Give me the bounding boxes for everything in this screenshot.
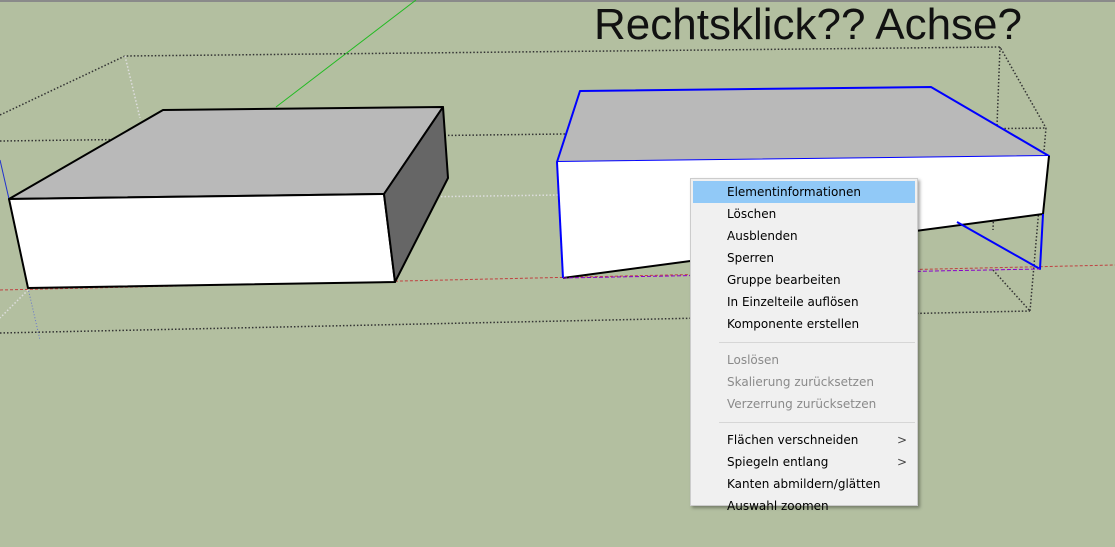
left-box-group[interactable] — [8, 106, 449, 289]
annotation-title: Rechtsklick?? Achse? — [594, 0, 1022, 49]
menu-item-label: Verzerrung zurücksetzen — [727, 397, 877, 411]
menu-item-label: Kanten abmildern/glätten — [727, 477, 881, 491]
menu-item-komponente-erstellen[interactable]: Komponente erstellen — [693, 313, 915, 335]
blue-axis-dotted — [27, 287, 41, 341]
menu-item-sperren[interactable]: Sperren — [693, 247, 915, 269]
menu-item-label: Spiegeln entlang — [727, 455, 829, 469]
menu-item-auswahl-zoomen[interactable]: Auswahl zoomen — [693, 495, 915, 517]
menu-item-skalierung-zuruecksetzen: Skalierung zurücksetzen — [693, 371, 915, 393]
menu-item-label: Löschen — [727, 207, 777, 221]
green-axis — [275, 0, 417, 108]
menu-item-ausblenden[interactable]: Ausblenden — [693, 225, 915, 247]
menu-separator — [719, 422, 915, 423]
menu-item-label: Loslösen — [727, 353, 779, 367]
menu-item-label: Gruppe bearbeiten — [727, 273, 841, 287]
menu-item-kanten-abmildern[interactable]: Kanten abmildern/glätten — [693, 473, 915, 495]
menu-item-loeschen[interactable]: Löschen — [693, 203, 915, 225]
menu-item-losloesen: Loslösen — [693, 349, 915, 371]
menu-item-verzerrung-zuruecksetzen: Verzerrung zurücksetzen — [693, 393, 915, 415]
menu-item-label: Skalierung zurücksetzen — [727, 375, 874, 389]
window-top-border — [0, 0, 1115, 2]
menu-item-label: Sperren — [727, 251, 774, 265]
menu-item-label: Auswahl zoomen — [727, 499, 829, 513]
menu-item-label: In Einzelteile auflösen — [727, 295, 859, 309]
menu-item-label: Komponente erstellen — [727, 317, 860, 331]
menu-item-label: Flächen verschneiden — [727, 433, 859, 447]
context-menu[interactable]: Elementinformationen Löschen Ausblenden … — [690, 178, 918, 513]
menu-item-einzelteile-aufloesen[interactable]: In Einzelteile auflösen — [693, 291, 915, 313]
menu-item-label: Elementinformationen — [727, 185, 861, 199]
blue-axis — [0, 159, 10, 200]
menu-item-label: Ausblenden — [727, 229, 798, 243]
menu-item-flaechen-verschneiden[interactable]: Flächen verschneiden > — [693, 429, 915, 451]
menu-separator — [719, 342, 915, 343]
submenu-arrow-icon: > — [896, 455, 907, 469]
menu-item-elementinformationen[interactable]: Elementinformationen — [693, 181, 915, 203]
menu-item-gruppe-bearbeiten[interactable]: Gruppe bearbeiten — [693, 269, 915, 291]
submenu-arrow-icon: > — [896, 433, 907, 447]
menu-item-spiegeln-entlang[interactable]: Spiegeln entlang > — [693, 451, 915, 473]
